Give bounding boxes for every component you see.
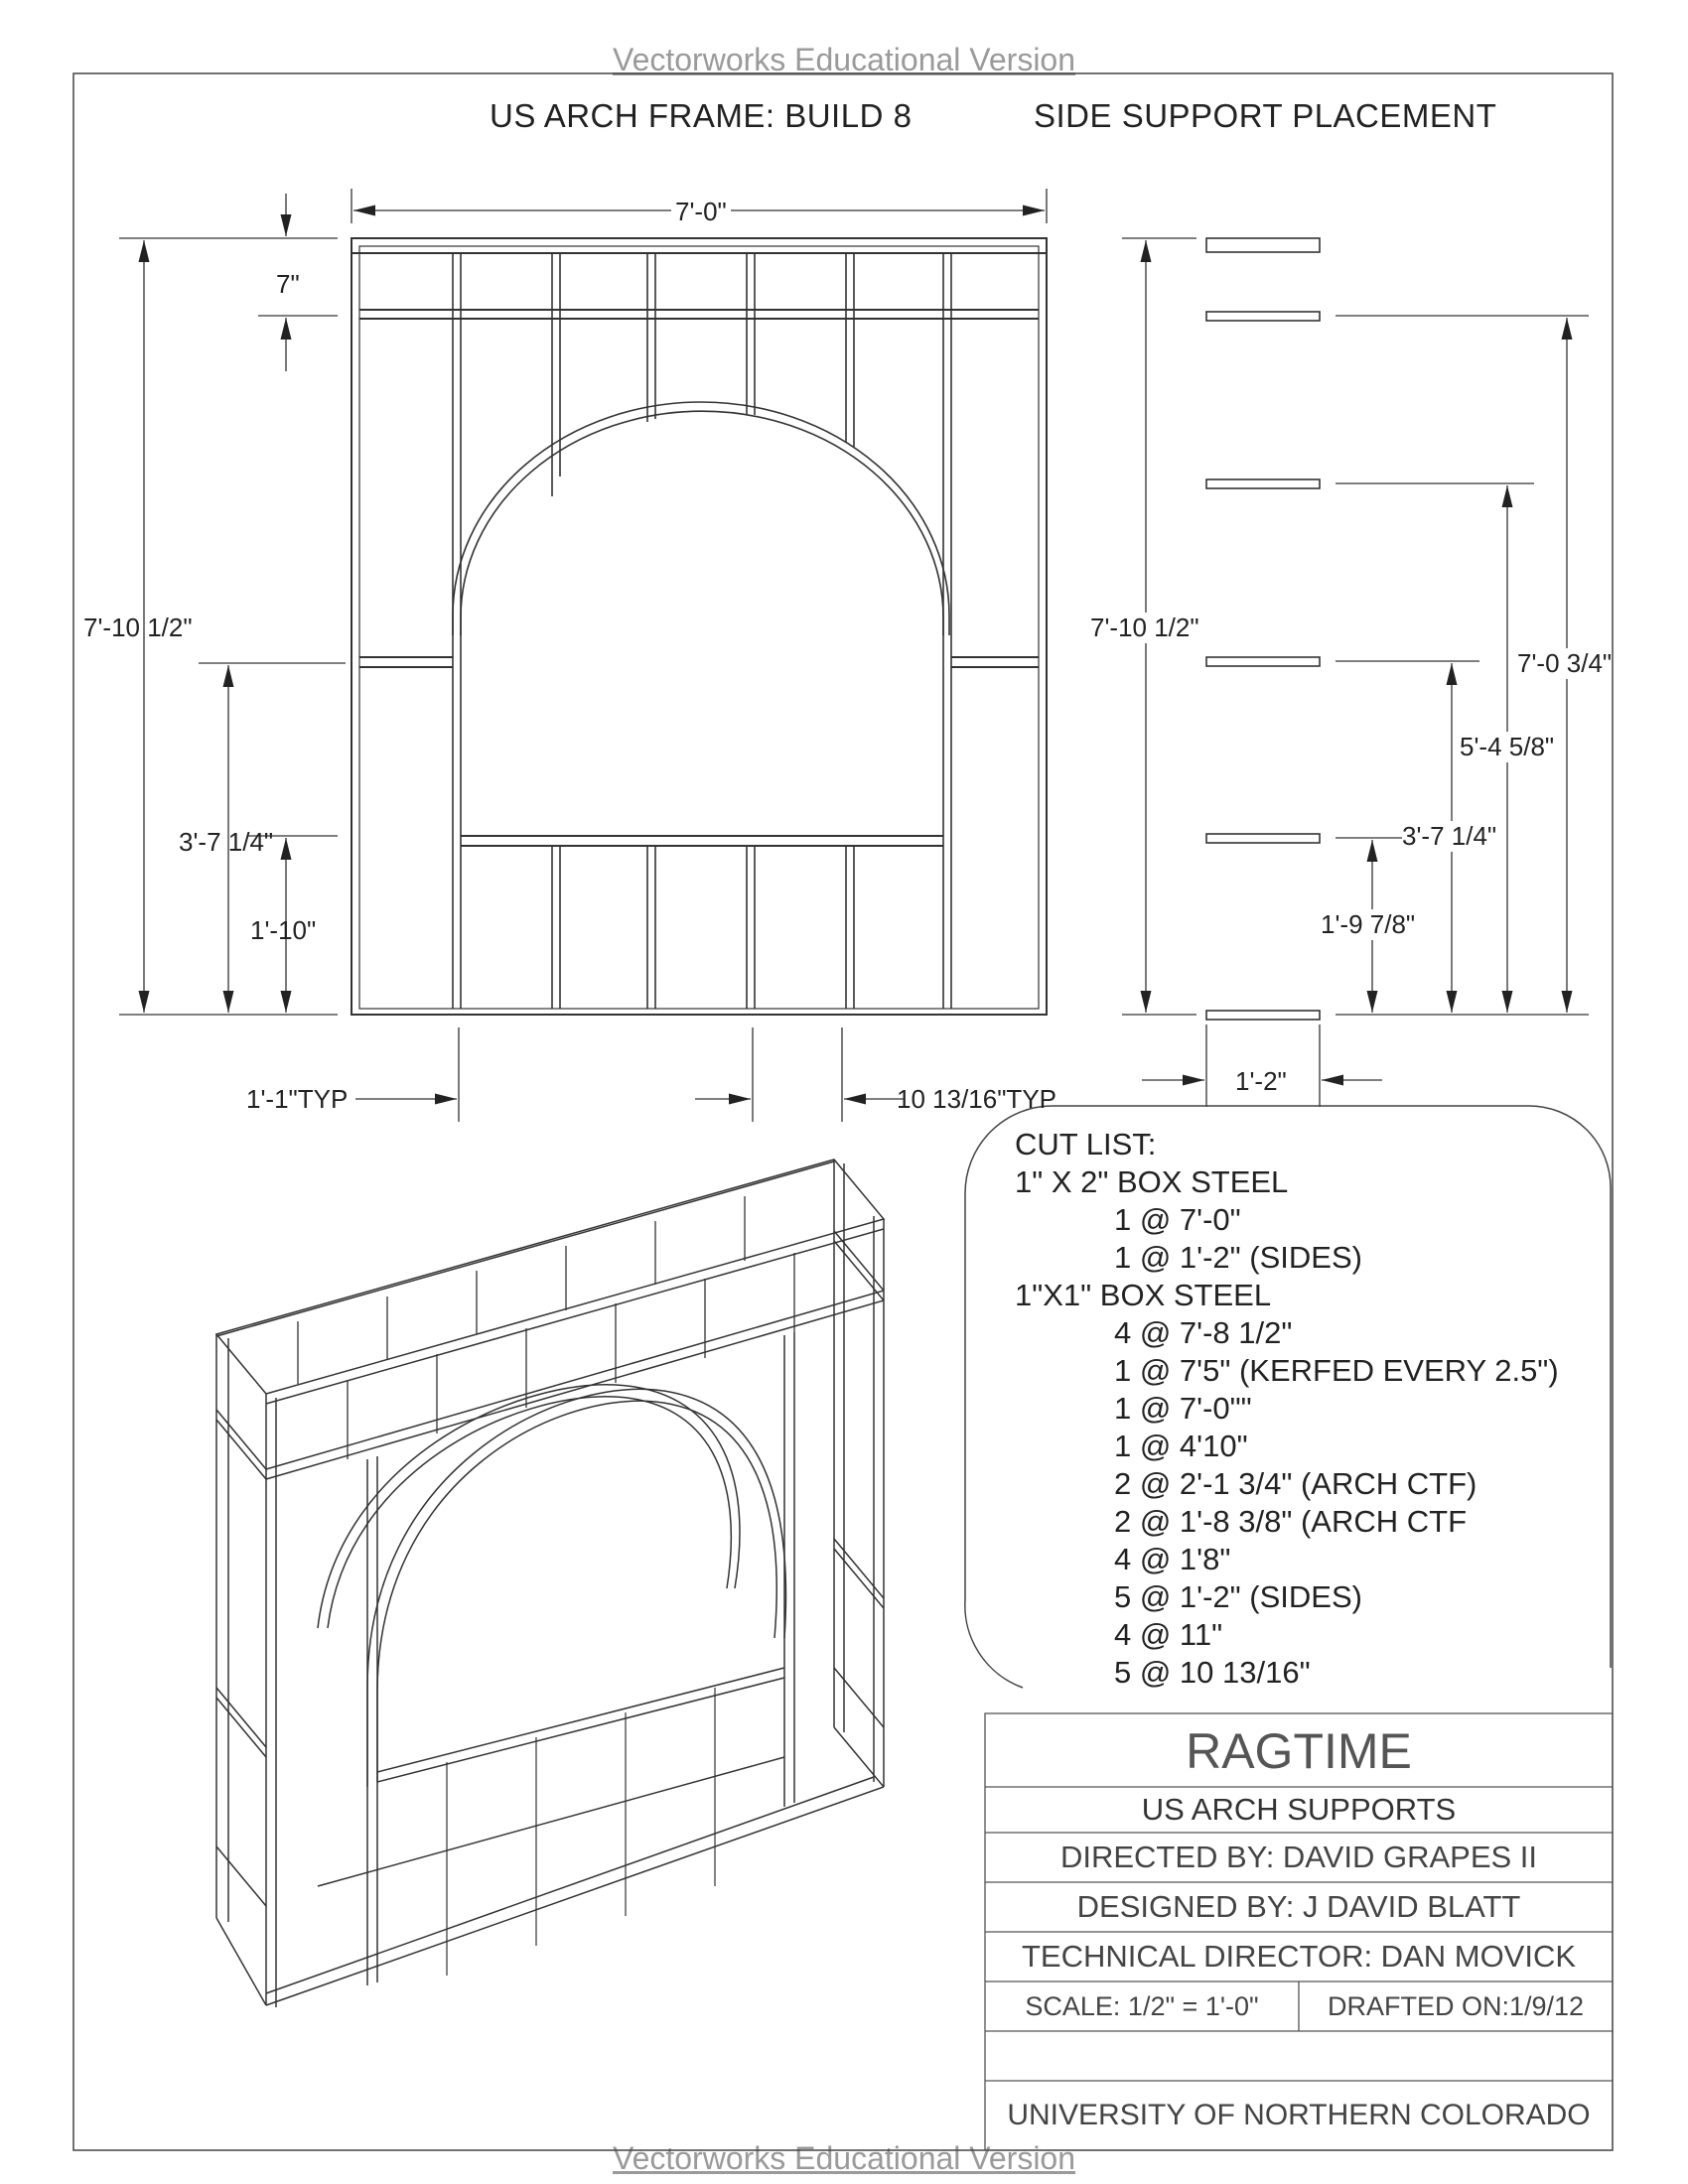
side-dim-d3: 3'-7 1/4" <box>1402 821 1497 852</box>
cut-list-item: 4 @ 11" <box>1114 1617 1223 1652</box>
side-dim-d4: 1'-9 7/8" <box>1321 909 1416 940</box>
cut-list-item: 1 @ 7'-0" <box>1114 1202 1241 1237</box>
cut-list-material: 1"X1" BOX STEEL <box>1015 1278 1272 1312</box>
cut-list-item: 5 @ 10 13/16" <box>1114 1655 1311 1690</box>
cut-list-material: 1" X 2" BOX STEEL <box>1015 1164 1289 1199</box>
dim-height: 7'-10 1/2" <box>83 613 193 642</box>
cut-list-item: 2 @ 1'-8 3/8" (ARCH CTF <box>1114 1504 1468 1539</box>
side-dimension-lines <box>1122 237 1589 1107</box>
dim-low: 1'-10" <box>250 915 317 945</box>
side-dim-d1: 7'-0 3/4" <box>1517 648 1613 679</box>
cut-list-item: 1 @ 7'5" (KERFED EVERY 2.5") <box>1114 1353 1559 1388</box>
cut-list-item: 1 @ 4'10" <box>1114 1429 1248 1463</box>
drawing-title: US ARCH FRAME: BUILD 8 <box>490 97 913 134</box>
cut-list-item: 1 @ 1'-2" (SIDES) <box>1114 1240 1362 1275</box>
dim-mid: 3'-7 1/4" <box>179 827 274 857</box>
isometric-view <box>214 1159 886 2007</box>
dim-width: 7'-0" <box>671 197 731 227</box>
side-dim-height: 7'-10 1/2" <box>1090 613 1199 643</box>
cut-list-heading: CUT LIST: <box>1015 1127 1157 1161</box>
cut-list-outline <box>964 1105 1612 1689</box>
show-title: RAGTIME <box>1186 1723 1412 1779</box>
scale: SCALE: 1/2" = 1'-0" <box>1025 1990 1259 2021</box>
dim-left-spacing: 1'-1"TYP <box>246 1084 349 1114</box>
front-dimension-lines <box>119 189 1048 1122</box>
cut-list-item: 2 @ 2'-1 3/4" (ARCH CTF) <box>1114 1466 1477 1501</box>
watermark-bottom: Vectorworks Educational Version <box>612 2140 1076 2176</box>
sheet-border <box>72 72 1614 2151</box>
designed-by: DESIGNED BY: J DAVID BLATT <box>1076 1889 1521 1924</box>
title-block-frame <box>984 1712 1614 2151</box>
side-dim-depth: 1'-2" <box>1235 1066 1287 1096</box>
dim-top-gap: 7" <box>276 269 300 299</box>
cut-list-item: 1 @ 7'-0"" <box>1114 1391 1252 1426</box>
watermark-top: Vectorworks Educational Version <box>612 42 1076 77</box>
dim-right-spacing: 10 13/16"TYP <box>897 1084 1057 1114</box>
side-dim-d2: 5'-4 5/8" <box>1460 732 1555 762</box>
cut-list: CUT LIST: 1" X 2" BOX STEEL 1 @ 7'-0" 1 … <box>1015 1126 1559 1692</box>
school: UNIVERSITY OF NORTHERN COLORADO <box>1007 2099 1591 2131</box>
technical-director: TECHNICAL DIRECTOR: DAN MOVICK <box>1021 1939 1577 1974</box>
cut-list-item: 4 @ 1'8" <box>1114 1542 1231 1576</box>
cut-list-item: 5 @ 1'-2" (SIDES) <box>1114 1579 1362 1614</box>
side-supports <box>1205 237 1321 1021</box>
drawing-name: US ARCH SUPPORTS <box>1141 1792 1457 1827</box>
drafted-on: DRAFTED ON:1/9/12 <box>1327 1990 1585 2021</box>
cut-list-item: 4 @ 7'-8 1/2" <box>1114 1315 1293 1350</box>
front-elevation <box>351 237 1048 1016</box>
side-title: SIDE SUPPORT PLACEMENT <box>1034 97 1497 134</box>
directed-by: DIRECTED BY: DAVID GRAPES II <box>1059 1840 1538 1874</box>
